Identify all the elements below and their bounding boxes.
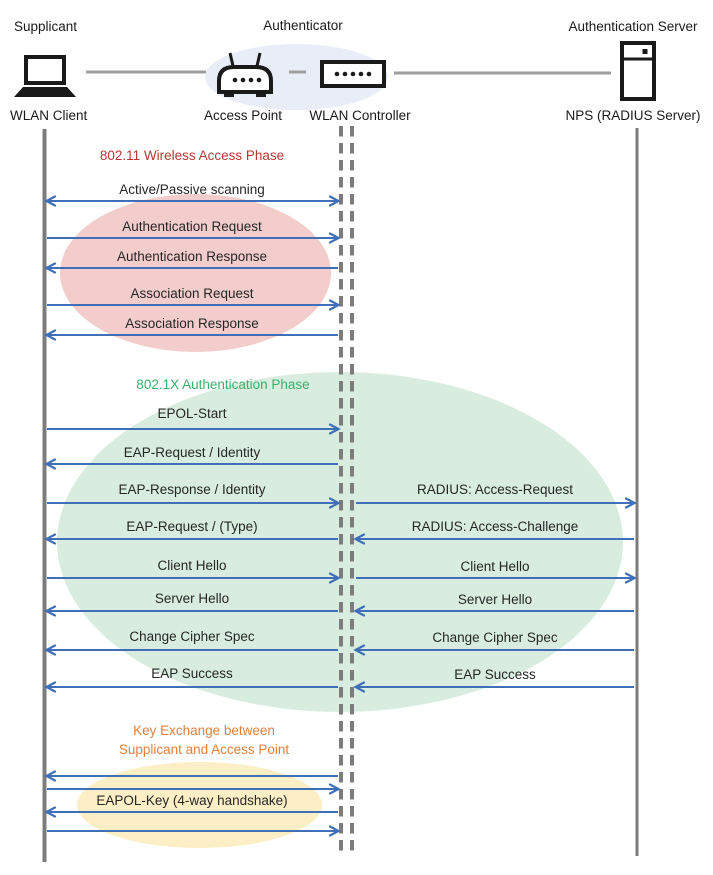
- device-label-wlan-controller: WLAN Controller: [309, 108, 411, 123]
- device-label-access-point: Access Point: [203, 108, 283, 123]
- wlan-controller-icon: [320, 60, 386, 88]
- laptop-icon: [14, 55, 76, 97]
- role-label-authentication-server: Authentication Server: [568, 19, 698, 34]
- server-icon: [620, 41, 656, 101]
- access-point-icon: [217, 52, 273, 97]
- role-label-authenticator: Authenticator: [263, 18, 343, 33]
- role-label-supplicant: Supplicant: [14, 19, 78, 34]
- phase-ellipse-wireless-access: [60, 194, 331, 352]
- device-label-nps-radius-server: NPS (RADIUS Server): [565, 108, 701, 123]
- device-label-wlan-client: WLAN Client: [10, 108, 88, 123]
